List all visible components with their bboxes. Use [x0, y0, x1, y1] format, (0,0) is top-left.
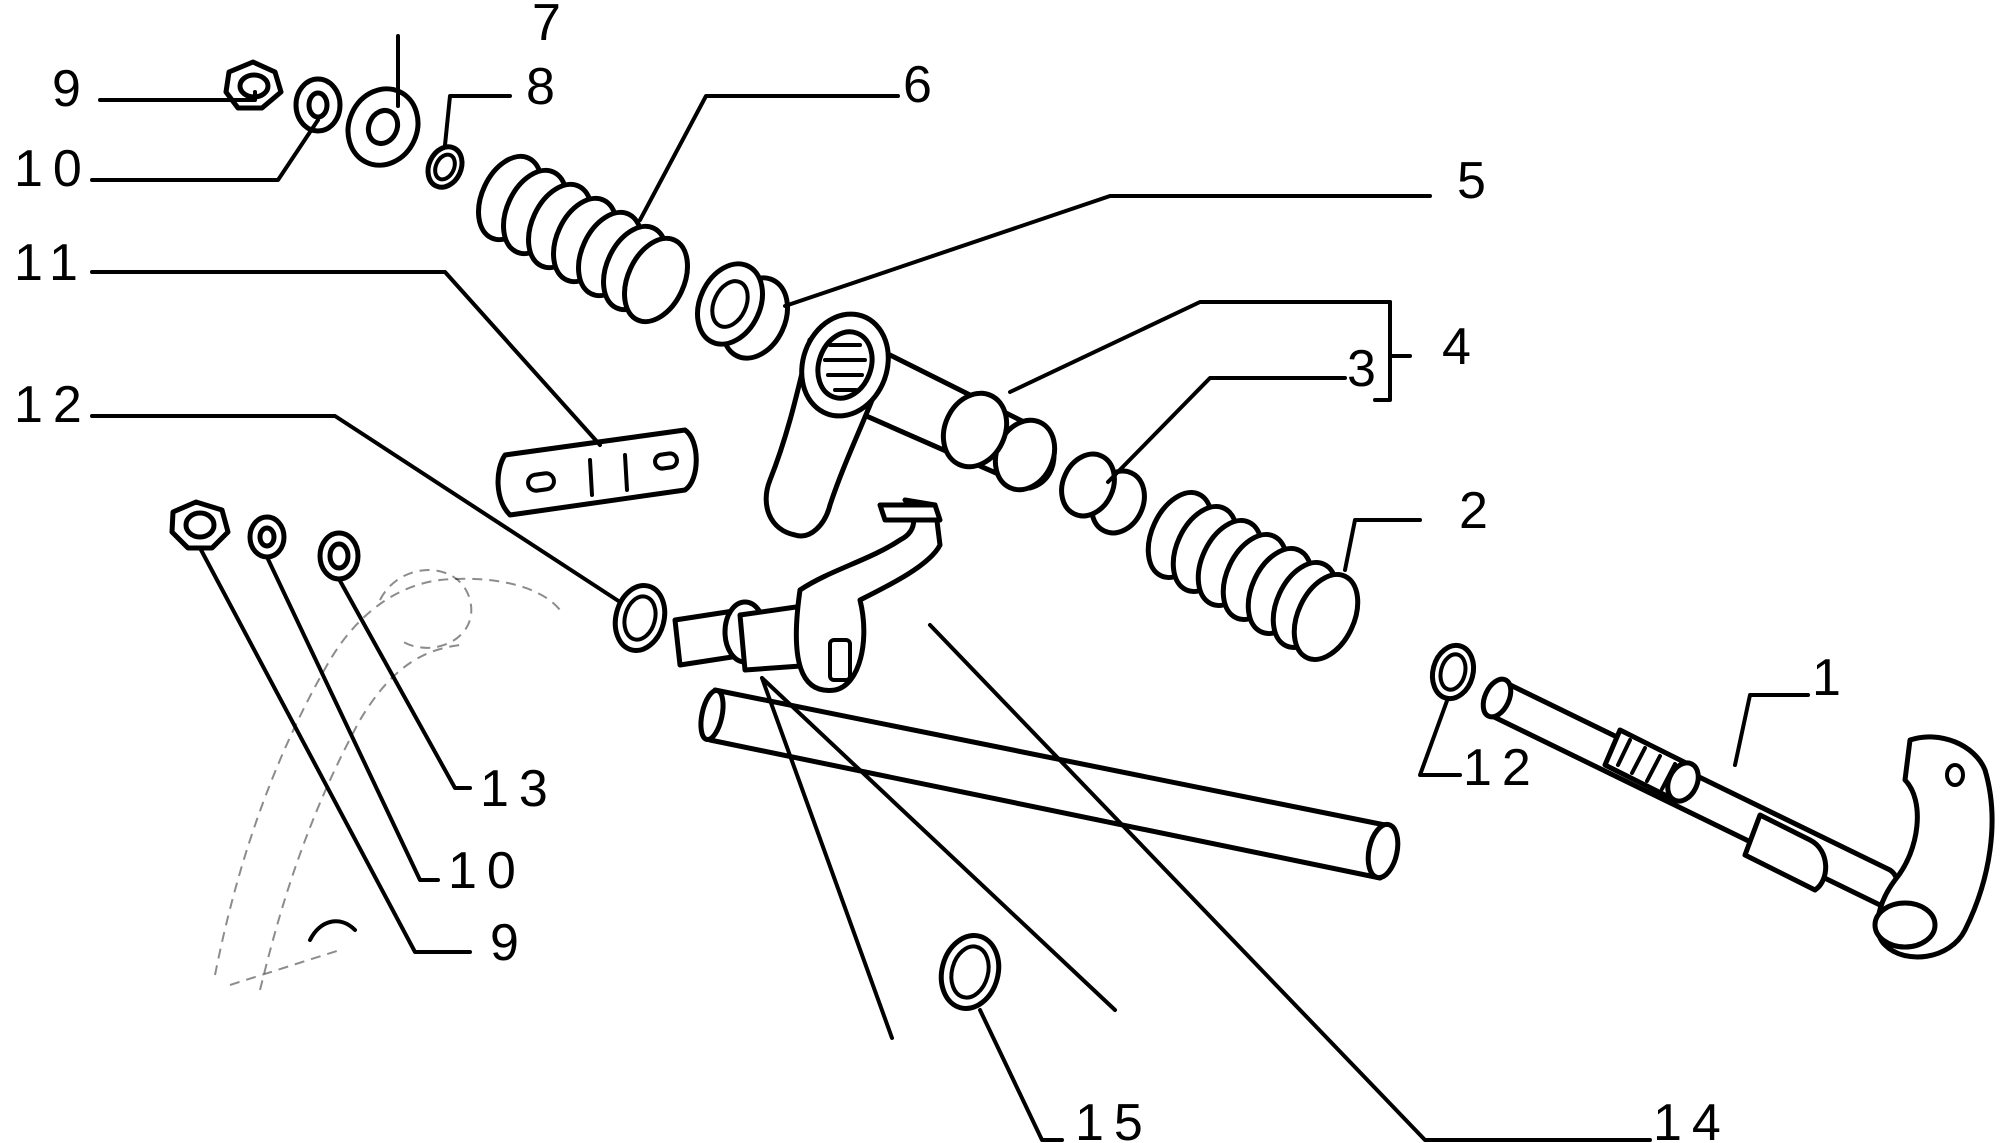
part-15-ring: [938, 933, 1002, 1011]
callout-6: 6: [903, 56, 942, 114]
callout-11: 11: [14, 234, 88, 292]
part-6-spring: [476, 153, 690, 325]
part-8-ring: [425, 144, 465, 190]
part-12-ring-right: [1429, 642, 1477, 702]
part-13-washer: [317, 530, 361, 582]
gearbox-housing-outline: [214, 569, 561, 991]
leader-lines: [90, 34, 1810, 1142]
part-10-lock-washer-top: [293, 76, 343, 134]
part-14-selector-shaft: [672, 497, 1401, 881]
callout-7: 7: [532, 0, 571, 52]
part-2-spring: [1145, 490, 1361, 662]
part-11-plate: [495, 427, 699, 518]
callout-labels: 9 10 7 8 6 5 4 3 2 11 12 13 10 9 12 1 15…: [14, 0, 1851, 1143]
part-5-bushing: [695, 261, 790, 361]
part-12-ring-left: [612, 583, 668, 653]
part-10-lock-washer-left: [247, 514, 287, 560]
callout-10-left: 10: [448, 842, 526, 900]
callout-5: 5: [1457, 152, 1496, 210]
callout-9-top: 9: [52, 60, 91, 118]
callout-12-left: 12: [14, 376, 92, 434]
callout-4: 4: [1442, 318, 1481, 376]
callout-12-right: 12: [1463, 739, 1541, 797]
callout-14: 14: [1653, 1094, 1731, 1143]
part-4-selector-lever: [763, 311, 1058, 539]
callout-1: 1: [1812, 649, 1851, 707]
callout-13: 13: [480, 760, 558, 818]
part-3-bushing: [1059, 451, 1147, 536]
part-7-flat-washer: [345, 86, 421, 168]
part-1-shaft-arm: [1480, 676, 1995, 960]
part-9-nut-top: [223, 59, 284, 111]
callout-10-top: 10: [14, 140, 92, 198]
callout-2: 2: [1459, 482, 1498, 540]
callout-9-left: 9: [490, 914, 529, 972]
callout-15: 15: [1075, 1094, 1153, 1143]
callout-8: 8: [526, 58, 565, 116]
callout-3: 3: [1347, 340, 1386, 398]
part-9-nut-left: [169, 499, 231, 551]
